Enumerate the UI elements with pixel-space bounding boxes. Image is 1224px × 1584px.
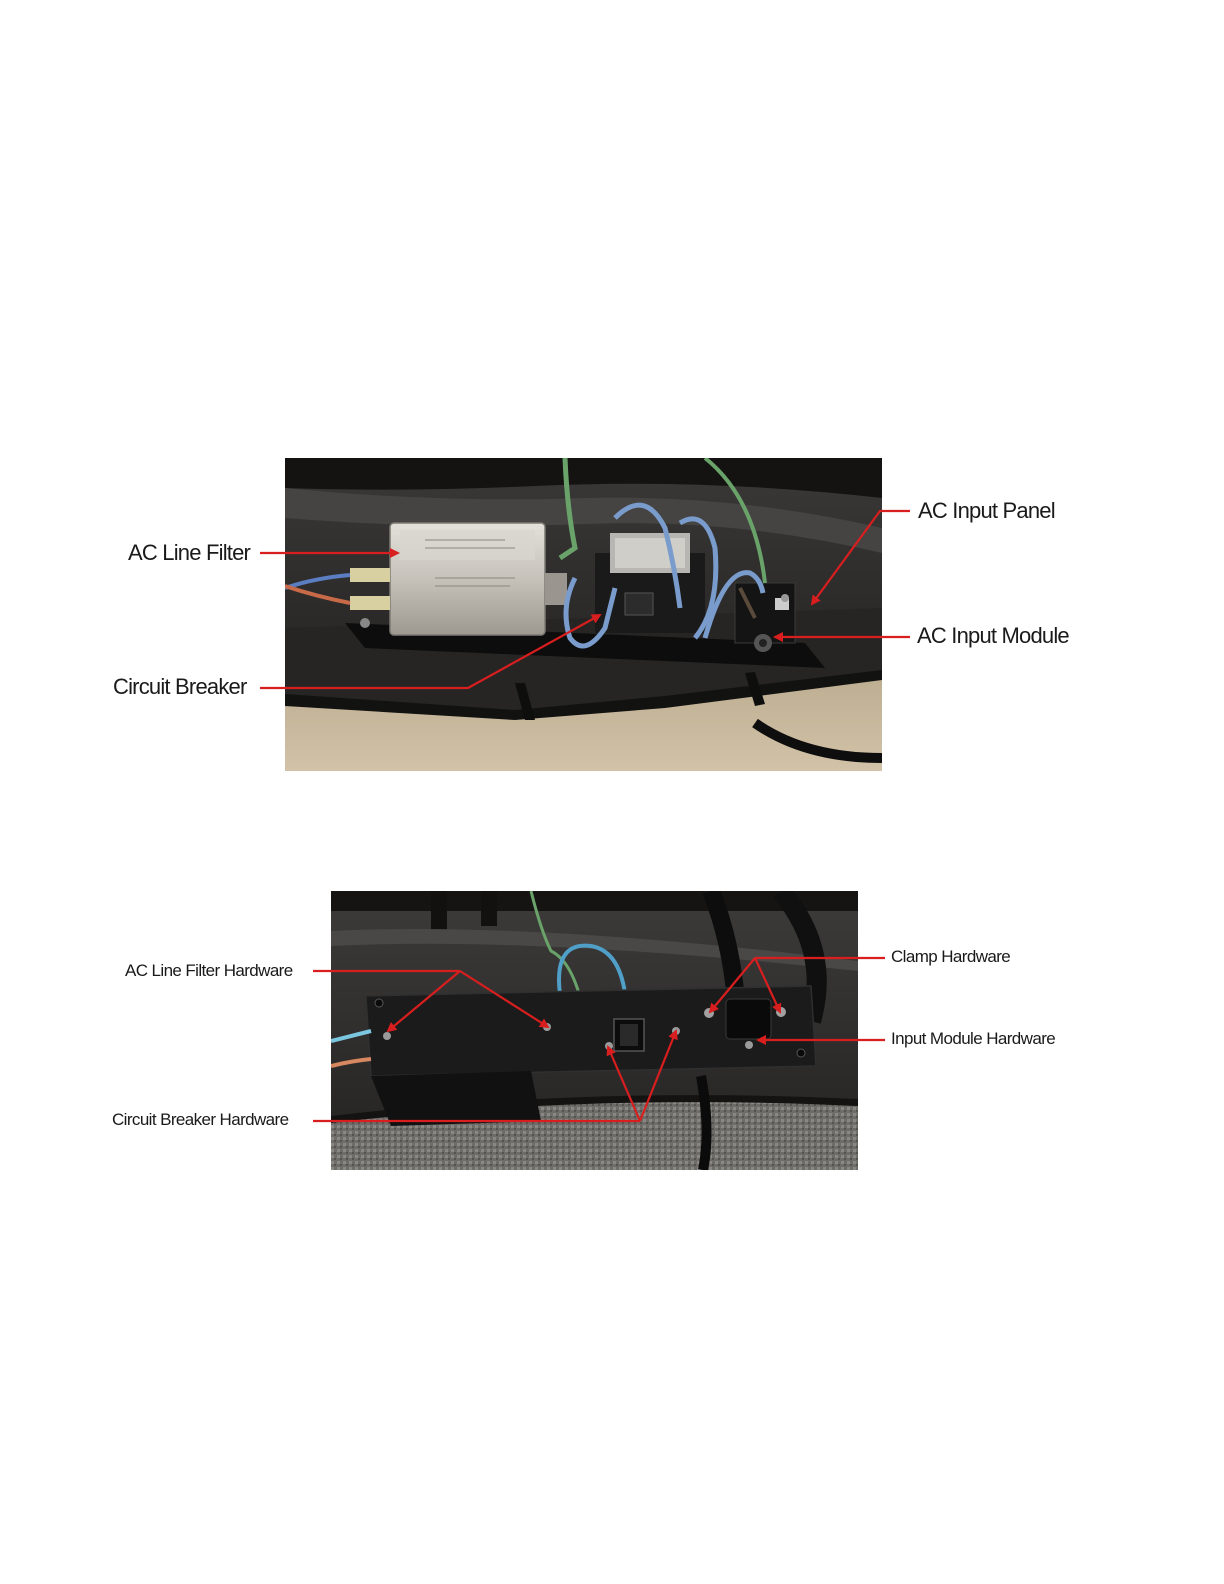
ac-input-panel-photo xyxy=(285,458,882,771)
label-circuit-breaker-hardware: Circuit Breaker Hardware xyxy=(112,1110,288,1130)
label-ac-input-panel: AC Input Panel xyxy=(918,498,1055,524)
label-input-module-hardware: Input Module Hardware xyxy=(891,1029,1055,1049)
hardware-photo xyxy=(331,891,858,1170)
label-circuit-breaker: Circuit Breaker xyxy=(113,674,246,700)
label-clamp-hardware: Clamp Hardware xyxy=(891,947,1010,967)
label-ac-line-filter-hardware: AC Line Filter Hardware xyxy=(125,961,293,981)
label-ac-line-filter: AC Line Filter xyxy=(128,540,250,566)
label-ac-input-module: AC Input Module xyxy=(917,623,1069,649)
